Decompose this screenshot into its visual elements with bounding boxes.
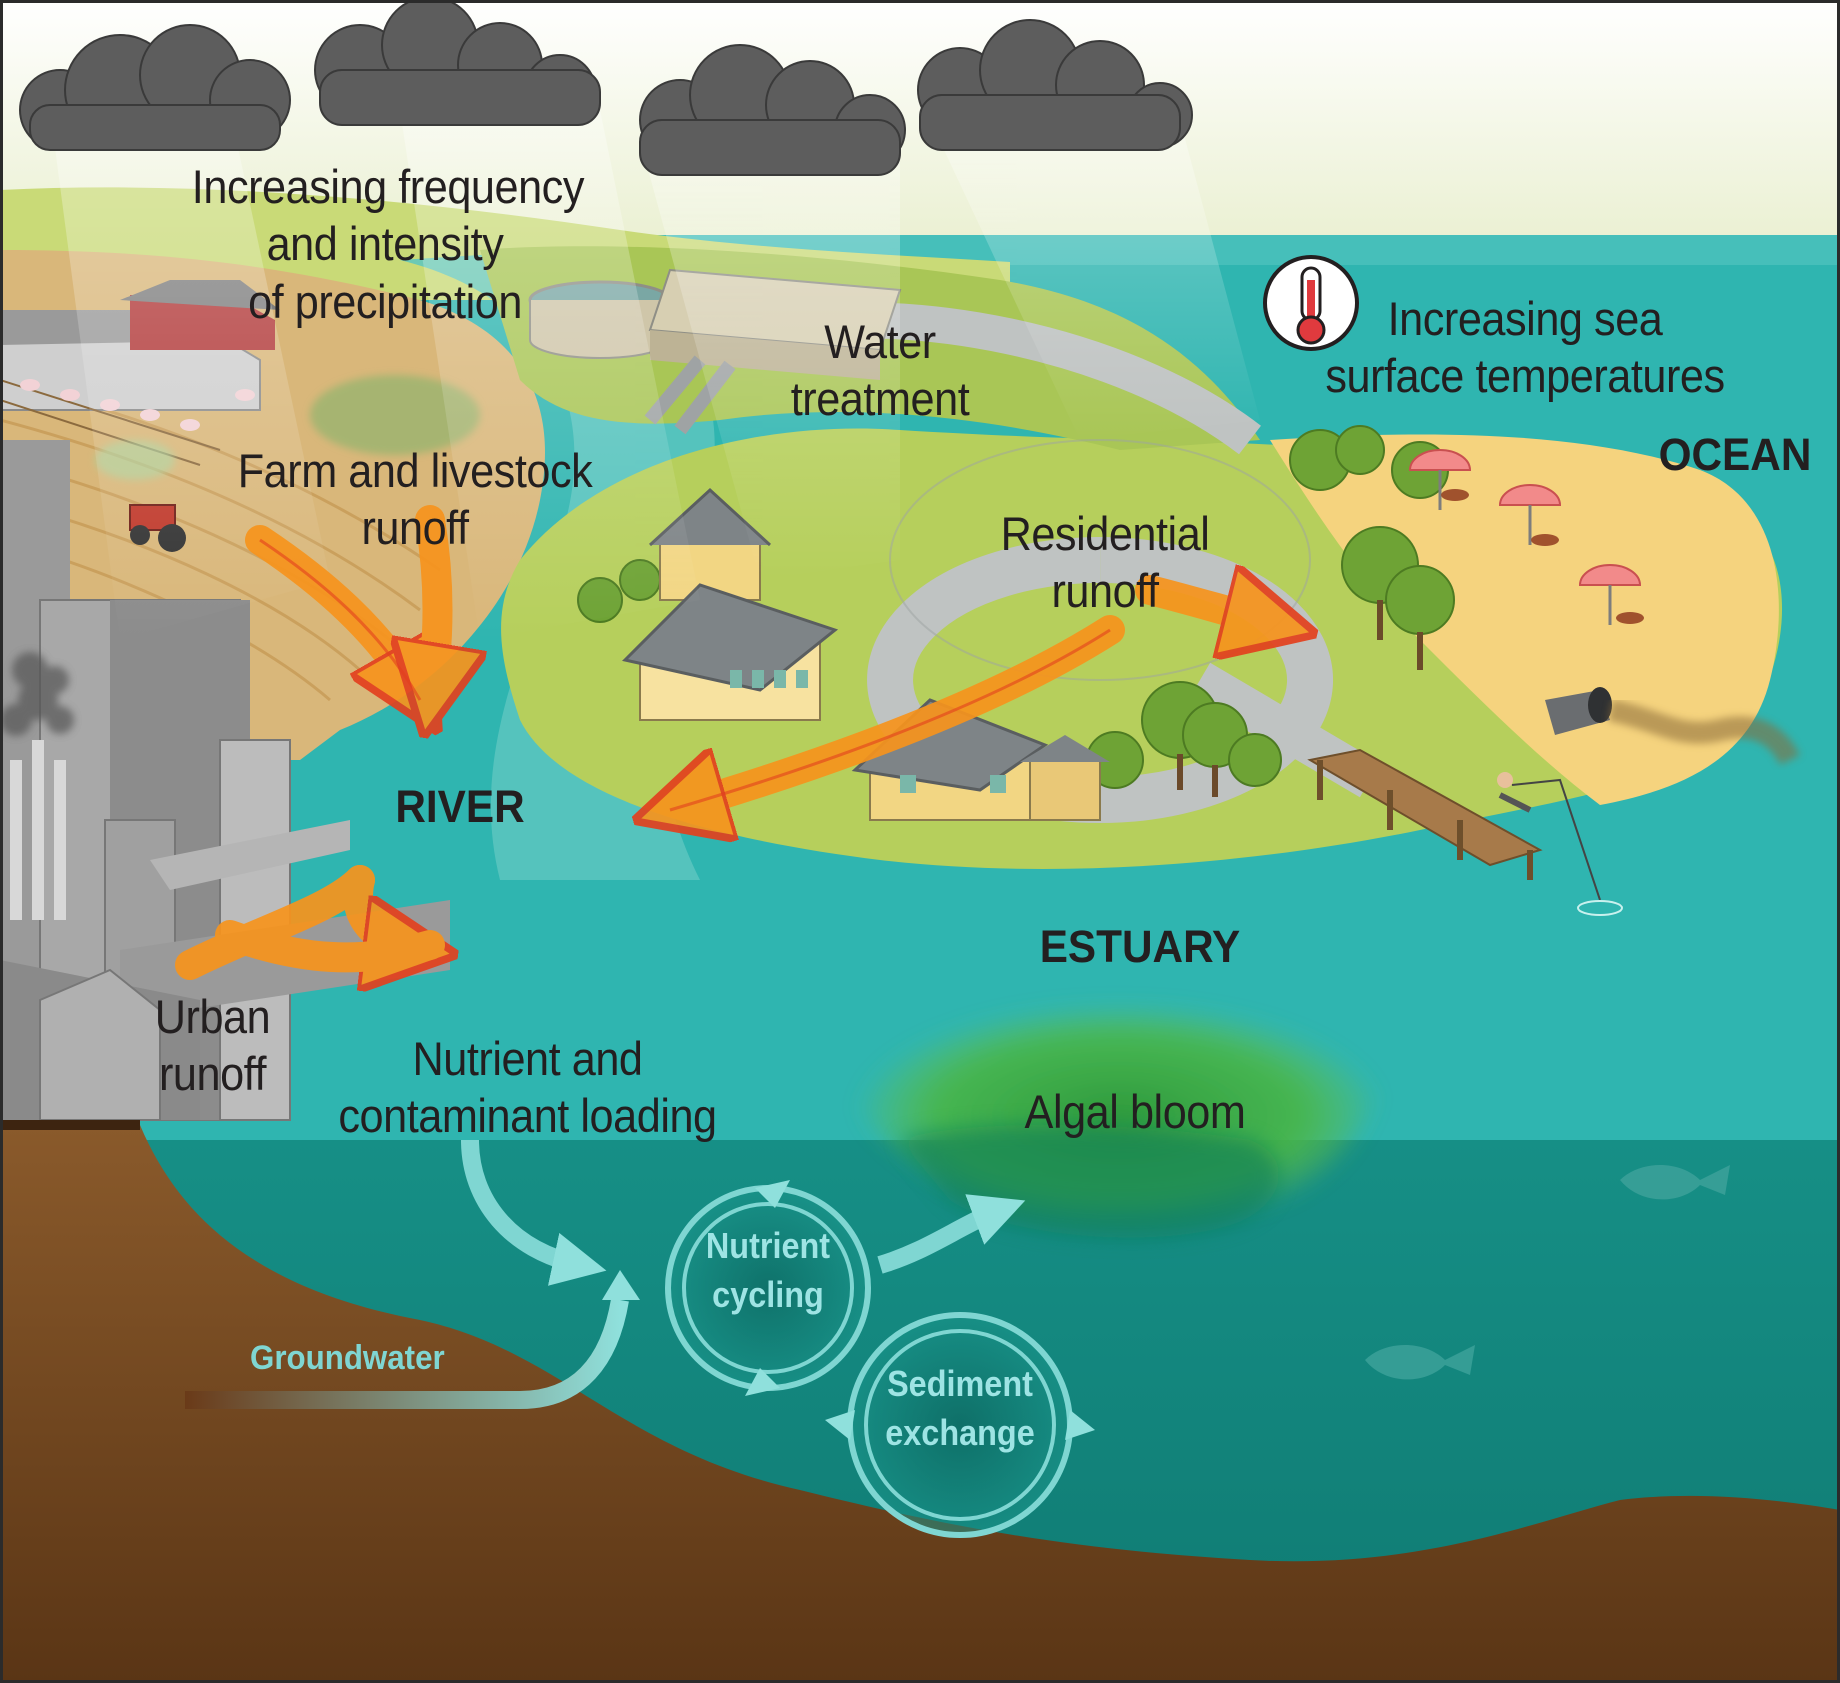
sediment-exchange-line-2: exchange	[885, 1411, 1035, 1453]
nutrient-loading-label: Nutrient and contaminant loading	[318, 1030, 737, 1145]
nutrient-loading-line-2: contaminant loading	[338, 1089, 717, 1143]
nutrient-cycling-label: Nutrient cycling	[687, 1222, 849, 1319]
water-treatment-label: Water treatment	[779, 313, 981, 428]
precipitation-line-2: and intensity	[266, 217, 504, 271]
water-treatment-line-2: treatment	[790, 372, 970, 426]
residential-runoff-label: Residential runoff	[972, 505, 1239, 620]
precipitation-line-3: of precipitation	[248, 274, 522, 328]
ocean-zone-label: OCEAN	[1658, 429, 1812, 480]
nutrient-cycling-line-1: Nutrient	[705, 1225, 831, 1266]
fish-icon	[1365, 1165, 1730, 1380]
umbrella-icon	[1408, 449, 1644, 625]
farm-runoff-line-2: runoff	[361, 501, 469, 555]
sediment-layer	[0, 1125, 1840, 1683]
farm-runoff-line-1: Farm and livestock	[237, 444, 593, 497]
thermometer-icon	[1263, 255, 1359, 351]
nutrient-cycling-line-2: cycling	[712, 1273, 824, 1315]
estuary-zone-label: ESTUARY	[1039, 921, 1241, 972]
sediment-exchange-loop	[825, 1312, 1095, 1538]
urban-runoff-label: Urban runoff	[127, 988, 297, 1103]
tree-icon	[577, 425, 1455, 797]
residential-runoff-line-1: Residential	[1000, 507, 1210, 560]
nutrient-cycling-loop	[665, 1180, 871, 1396]
river-zone-label: RIVER	[395, 781, 525, 832]
urban-runoff-line-1: Urban	[154, 990, 271, 1043]
groundwater-arrow	[185, 1298, 629, 1409]
sea-temperature-line-2: surface temperatures	[1325, 349, 1725, 403]
cloud-icon	[19, 0, 1193, 176]
loading-arrow	[461, 1139, 607, 1286]
groundwater-label: Groundwater	[250, 1339, 445, 1377]
rain-shafts	[50, 110, 1260, 640]
farm-runoff-label: Farm and livestock runoff	[226, 442, 603, 557]
to-bloom-arrow	[877, 1194, 1026, 1274]
precipitation-line-1: Increasing frequency	[191, 160, 585, 213]
urban-runoff-line-2: runoff	[158, 1047, 267, 1101]
outfall-pipe-icon	[1545, 687, 1800, 766]
sediment-exchange-label: Sediment exchange	[870, 1360, 1050, 1457]
residential-runoff-line-2: runoff	[1051, 564, 1159, 618]
pier-icon	[1307, 748, 1623, 916]
precipitation-label: Increasing frequency and intensity of pr…	[191, 158, 585, 330]
sea-temperature-label: Increasing sea surface temperatures	[1318, 290, 1732, 405]
sediment-exchange-line-1: Sediment	[887, 1363, 1033, 1404]
sea-temperature-line-1: Increasing sea	[1387, 292, 1663, 345]
algal-bloom-label: Algal bloom	[1024, 1085, 1246, 1138]
water-treatment-line-1: Water	[824, 315, 936, 368]
nutrient-loading-line-1: Nutrient and	[412, 1032, 643, 1085]
